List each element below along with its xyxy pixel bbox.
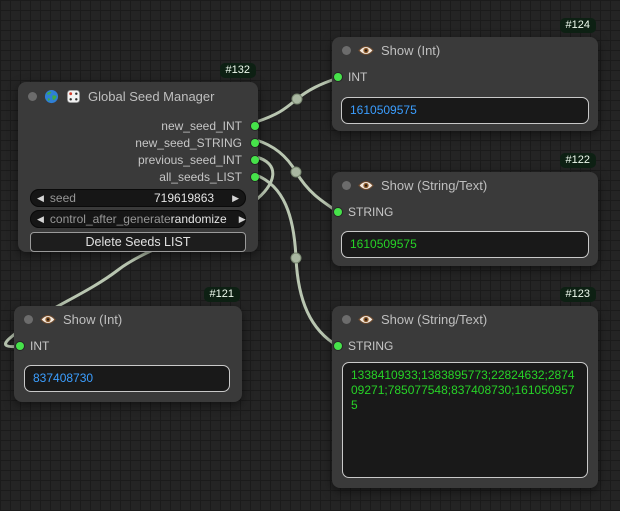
output-slot-new-seed-int[interactable] (251, 122, 259, 130)
output-row: all_seeds_LIST (18, 169, 259, 186)
increment-arrow-icon[interactable]: ▶ (238, 214, 246, 224)
input-label: INT (348, 70, 368, 84)
link-midpoint-dot[interactable] (290, 252, 302, 264)
collapse-dot-icon[interactable] (342, 180, 351, 190)
output-slots: new_seed_INT new_seed_STRING previous_se… (18, 110, 259, 186)
input-label: STRING (348, 339, 394, 353)
eye-icon (358, 45, 374, 56)
node-id-badge: #124 (559, 18, 596, 33)
control-after-generate-widget[interactable]: ◀ control_after_generate randomize ▶ (30, 210, 246, 228)
widget-label: control_after_generate (49, 212, 171, 226)
output-slot-new-seed-string[interactable] (251, 139, 259, 147)
dice-icon (66, 89, 81, 104)
input-slot-int[interactable] (16, 342, 24, 350)
string-value-display[interactable]: 1338410933;1383895773;22824632;287409271… (342, 362, 588, 478)
output-slot-all-seeds-list[interactable] (251, 173, 259, 181)
node-show-string-123[interactable]: #123 Show (String/Text) STRING 133841093… (332, 287, 598, 488)
eye-icon (40, 314, 56, 325)
int-value-display[interactable]: 837408730 (24, 365, 230, 392)
input-row: INT (332, 69, 598, 86)
node-show-int-124[interactable]: #124 Show (Int) INT 1610509575 (332, 18, 598, 131)
link-midpoint-dot[interactable] (291, 93, 303, 105)
node-titlebar[interactable]: Show (String/Text) (332, 306, 598, 332)
node-title: Global Seed Manager (88, 88, 215, 104)
input-row: INT (14, 338, 242, 355)
globe-icon (44, 89, 59, 104)
node-show-string-122[interactable]: #122 Show (String/Text) STRING 161050957… (332, 153, 598, 266)
output-label: all_seeds_LIST (159, 170, 242, 184)
collapse-dot-icon[interactable] (342, 314, 351, 324)
string-value-display[interactable]: 1610509575 (341, 231, 589, 258)
decrement-arrow-icon[interactable]: ◀ (37, 193, 44, 203)
node-title: Show (Int) (63, 311, 123, 327)
collapse-dot-icon[interactable] (28, 91, 37, 101)
eye-icon (358, 180, 374, 191)
node-title: Show (String/Text) (381, 311, 488, 327)
input-slot-string[interactable] (334, 208, 342, 216)
output-label: new_seed_INT (161, 119, 242, 133)
input-label: INT (30, 339, 50, 353)
output-row: previous_seed_INT (18, 152, 259, 169)
output-row: new_seed_STRING (18, 135, 259, 152)
node-title: Show (String/Text) (381, 177, 488, 193)
node-global-seed-manager[interactable]: #132 Global Seed Manager new_seed_INT ne… (18, 63, 259, 252)
node-id-badge: #132 (219, 63, 256, 78)
eye-icon (358, 314, 374, 325)
decrement-arrow-icon[interactable]: ◀ (37, 214, 44, 224)
input-slot-string[interactable] (334, 342, 342, 350)
node-title: Show (Int) (381, 42, 441, 58)
delete-seeds-list-button[interactable]: Delete Seeds LIST (30, 232, 246, 252)
input-label: STRING (348, 205, 394, 219)
widget-value[interactable]: 719619863 (154, 191, 215, 205)
link-midpoint-dot[interactable] (290, 166, 302, 178)
link-previous-seed-int-to-121 (4, 155, 275, 349)
input-row: STRING (332, 338, 598, 355)
collapse-dot-icon[interactable] (24, 314, 33, 324)
node-titlebar[interactable]: Show (String/Text) (332, 172, 598, 198)
seed-widget[interactable]: ◀ seed 719619863 ▶ (30, 189, 246, 207)
node-titlebar[interactable]: Show (Int) (332, 37, 598, 63)
input-row: STRING (332, 204, 598, 221)
widget-label: seed (49, 191, 76, 205)
output-label: previous_seed_INT (137, 153, 242, 167)
widget-value[interactable]: randomize (170, 212, 227, 226)
int-value-display[interactable]: 1610509575 (341, 97, 589, 124)
input-slot-int[interactable] (334, 73, 342, 81)
node-id-badge: #122 (559, 153, 596, 168)
node-show-int-121[interactable]: #121 Show (Int) INT 837408730 (14, 287, 242, 402)
node-id-badge: #123 (559, 287, 596, 302)
output-row: new_seed_INT (18, 118, 259, 135)
output-label: new_seed_STRING (135, 136, 242, 150)
node-id-badge: #121 (203, 287, 240, 302)
node-titlebar[interactable]: Show (Int) (14, 306, 242, 332)
increment-arrow-icon[interactable]: ▶ (232, 193, 239, 203)
output-slot-previous-seed-int[interactable] (251, 156, 259, 164)
collapse-dot-icon[interactable] (342, 45, 351, 55)
node-titlebar[interactable]: Global Seed Manager (18, 82, 258, 110)
